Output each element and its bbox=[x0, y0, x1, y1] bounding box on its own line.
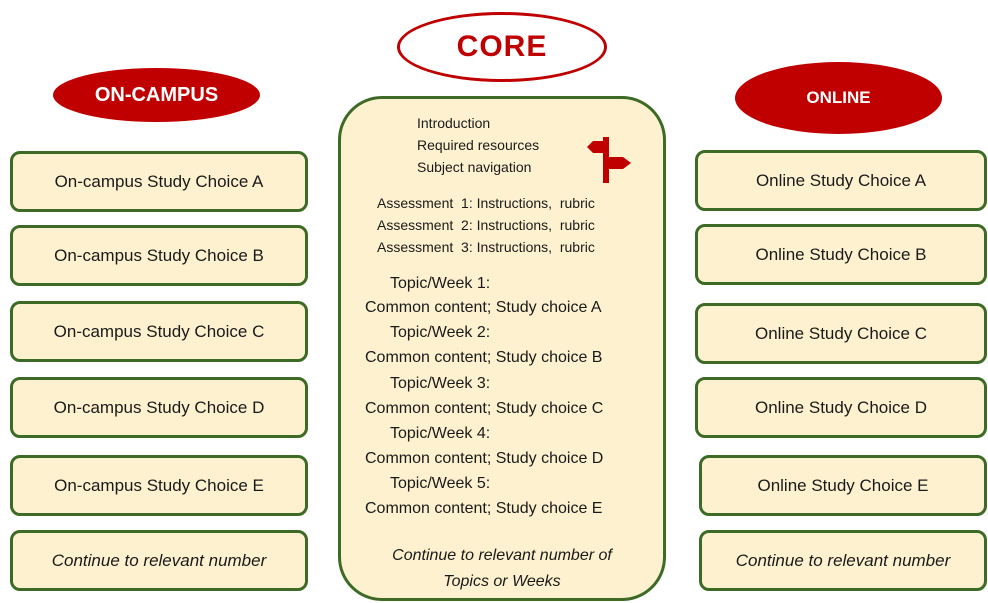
on-campus-choice-d: On-campus Study Choice D bbox=[10, 377, 308, 438]
signpost-icon bbox=[587, 137, 631, 183]
online-choice-b: Online Study Choice B bbox=[695, 224, 987, 285]
core-intro-item: Introduction bbox=[417, 115, 491, 131]
core-topic-content: Common content; Study choice A bbox=[365, 299, 602, 316]
core-title: CORE bbox=[397, 12, 607, 82]
core-topic-content: Common content; Study choice C bbox=[365, 400, 604, 417]
core-intro-item: Subject navigation bbox=[417, 159, 532, 175]
core-topic-heading: Topic/Week 1: bbox=[390, 275, 491, 292]
core-topic-content: Common content; Study choice D bbox=[365, 450, 604, 467]
core-topic-heading: Topic/Week 5: bbox=[390, 475, 491, 492]
on-campus-continue: Continue to relevant number bbox=[10, 530, 308, 591]
core-continue-line: Continue to relevant number of bbox=[392, 547, 612, 564]
on-campus-choice-c: On-campus Study Choice C bbox=[10, 301, 308, 362]
core-assessment: Assessment 1: Instructions, rubric bbox=[377, 195, 595, 211]
on-campus-choice-b: On-campus Study Choice B bbox=[10, 225, 308, 286]
core-intro-item: Required resources bbox=[417, 137, 540, 153]
core-topic-heading: Topic/Week 2: bbox=[390, 324, 491, 341]
core-continue-line: Topics or Weeks bbox=[443, 573, 561, 590]
core-topic-heading: Topic/Week 4: bbox=[390, 425, 491, 442]
on-campus-choice-a: On-campus Study Choice A bbox=[10, 151, 308, 212]
online-choice-e: Online Study Choice E bbox=[699, 455, 987, 516]
core-topic-heading: Topic/Week 3: bbox=[390, 375, 491, 392]
online-continue: Continue to relevant number bbox=[699, 530, 987, 591]
on-campus-choice-e: On-campus Study Choice E bbox=[10, 455, 308, 516]
online-choice-c: Online Study Choice C bbox=[695, 303, 987, 364]
online-title: ONLINE bbox=[735, 62, 942, 134]
core-assessment: Assessment 3: Instructions, rubric bbox=[377, 239, 595, 255]
on-campus-title: ON-CAMPUS bbox=[53, 68, 260, 122]
core-topic-content: Common content; Study choice B bbox=[365, 349, 603, 366]
core-topic-content: Common content; Study choice E bbox=[365, 500, 603, 517]
online-choice-a: Online Study Choice A bbox=[695, 150, 987, 211]
online-choice-d: Online Study Choice D bbox=[695, 377, 987, 438]
core-panel: Introduction Required resources Subject … bbox=[338, 96, 666, 601]
core-assessment: Assessment 2: Instructions, rubric bbox=[377, 217, 595, 233]
